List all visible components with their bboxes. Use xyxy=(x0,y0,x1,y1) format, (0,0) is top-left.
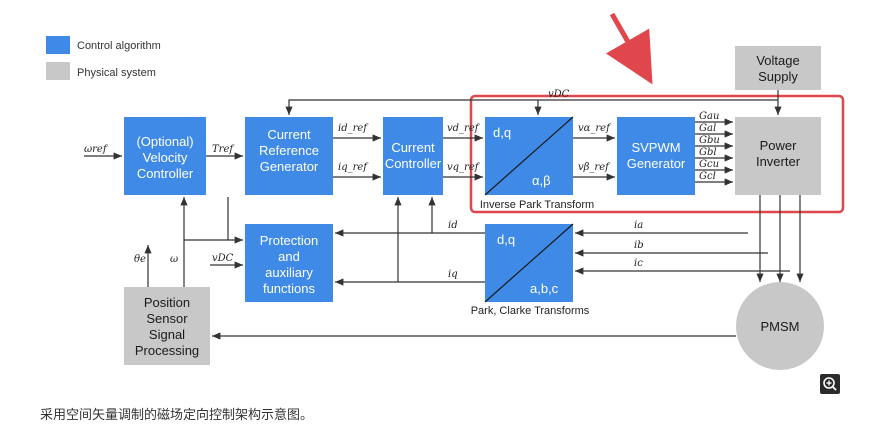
velocity-line1: (Optional) xyxy=(136,134,193,149)
power-inverter-block xyxy=(735,117,821,195)
signal-theta-e: θe xyxy=(134,254,146,265)
signal-vd-ref: vd_ref xyxy=(447,123,481,134)
svpwm-line1: SVPWM xyxy=(631,140,680,155)
position-line1: Position xyxy=(144,295,190,310)
signal-iq-ref: iq_ref xyxy=(338,162,369,173)
legend-physical-label: Physical system xyxy=(77,67,156,79)
legend-control-swatch xyxy=(46,36,70,54)
pmsm-label: PMSM xyxy=(761,319,800,334)
inverse-park-bottom-label: α,β xyxy=(532,173,551,188)
current-reference-generator-block xyxy=(245,117,333,195)
signal-gbu: Gbu xyxy=(699,135,720,146)
signal-id-ref: id_ref xyxy=(338,123,369,134)
current-controller-block xyxy=(383,117,443,195)
position-sensor-block xyxy=(124,287,210,365)
position-line4: Processing xyxy=(135,343,199,358)
protection-line1: Protection xyxy=(260,233,319,248)
inverse-park-diagonal xyxy=(484,116,574,196)
velocity-line3: Controller xyxy=(137,166,194,181)
signal-vbeta-ref: vβ_ref xyxy=(578,162,611,173)
position-line2: Sensor xyxy=(146,311,188,326)
signal-gbl: Gbl xyxy=(699,147,717,158)
velocity-controller-block xyxy=(124,117,206,195)
protection-line3: auxiliary xyxy=(265,265,313,280)
current-ref-line3: Generator xyxy=(260,159,319,174)
signal-omega: ω xyxy=(170,254,178,265)
signal-gcl: Gcl xyxy=(699,171,716,182)
current-ref-line1: Current xyxy=(267,127,311,142)
signal-ib: ib xyxy=(634,240,644,251)
signal-ia: ia xyxy=(634,220,643,231)
svpwm-line2: Generator xyxy=(627,156,686,171)
signal-gal: Gal xyxy=(699,123,716,134)
protection-line4: functions xyxy=(263,281,316,296)
signal-vdc-top: vDC xyxy=(548,89,570,100)
current-ref-line2: Reference xyxy=(259,143,319,158)
power-inverter-line2: Inverter xyxy=(756,154,801,169)
annotation-arrow xyxy=(605,12,653,85)
park-clarke-top-label: d,q xyxy=(497,232,515,247)
zoom-in-icon xyxy=(823,377,837,391)
signal-t-ref: Tref xyxy=(212,144,235,155)
signal-gau: Gau xyxy=(699,111,719,122)
signal-vq-ref: vq_ref xyxy=(447,162,481,173)
legend-control-label: Control algorithm xyxy=(77,40,161,52)
position-line3: Signal xyxy=(149,327,185,342)
protection-block xyxy=(245,224,333,302)
figure-caption: 采用空间矢量调制的磁场定向控制架构示意图。 xyxy=(40,408,314,423)
signal-iq: iq xyxy=(448,269,458,280)
highlight-box xyxy=(469,94,845,214)
svpwm-generator-block xyxy=(617,117,695,195)
legend-physical-swatch xyxy=(46,62,70,80)
signal-omega-ref: ωref xyxy=(84,144,109,155)
protection-line2: and xyxy=(278,249,300,264)
velocity-line2: Velocity xyxy=(143,150,188,165)
signal-vdc-left: vDC xyxy=(212,253,234,264)
voltage-supply-block xyxy=(735,46,821,90)
power-inverter-line1: Power xyxy=(760,138,798,153)
park-clarke-bottom-label: a,b,c xyxy=(530,281,559,296)
signal-id: id xyxy=(448,220,458,231)
zoom-in-button[interactable] xyxy=(820,374,840,394)
current-ctrl-line1: Current xyxy=(391,140,435,155)
signal-ic: ic xyxy=(634,258,643,269)
signal-valpha-ref: vα_ref xyxy=(578,123,612,134)
current-ctrl-line2: Controller xyxy=(385,156,442,171)
pmsm-motor xyxy=(736,282,824,370)
park-clarke-diagonal xyxy=(484,223,574,303)
inverse-park-top-label: d,q xyxy=(493,125,511,140)
voltage-supply-line2: Supply xyxy=(758,69,798,84)
inverse-park-caption: Inverse Park Transform xyxy=(480,199,594,211)
signal-gcu: Gcu xyxy=(699,159,719,170)
voltage-supply-line1: Voltage xyxy=(756,53,799,68)
park-clarke-caption: Park, Clarke Transforms xyxy=(471,305,590,317)
connections xyxy=(84,90,804,340)
